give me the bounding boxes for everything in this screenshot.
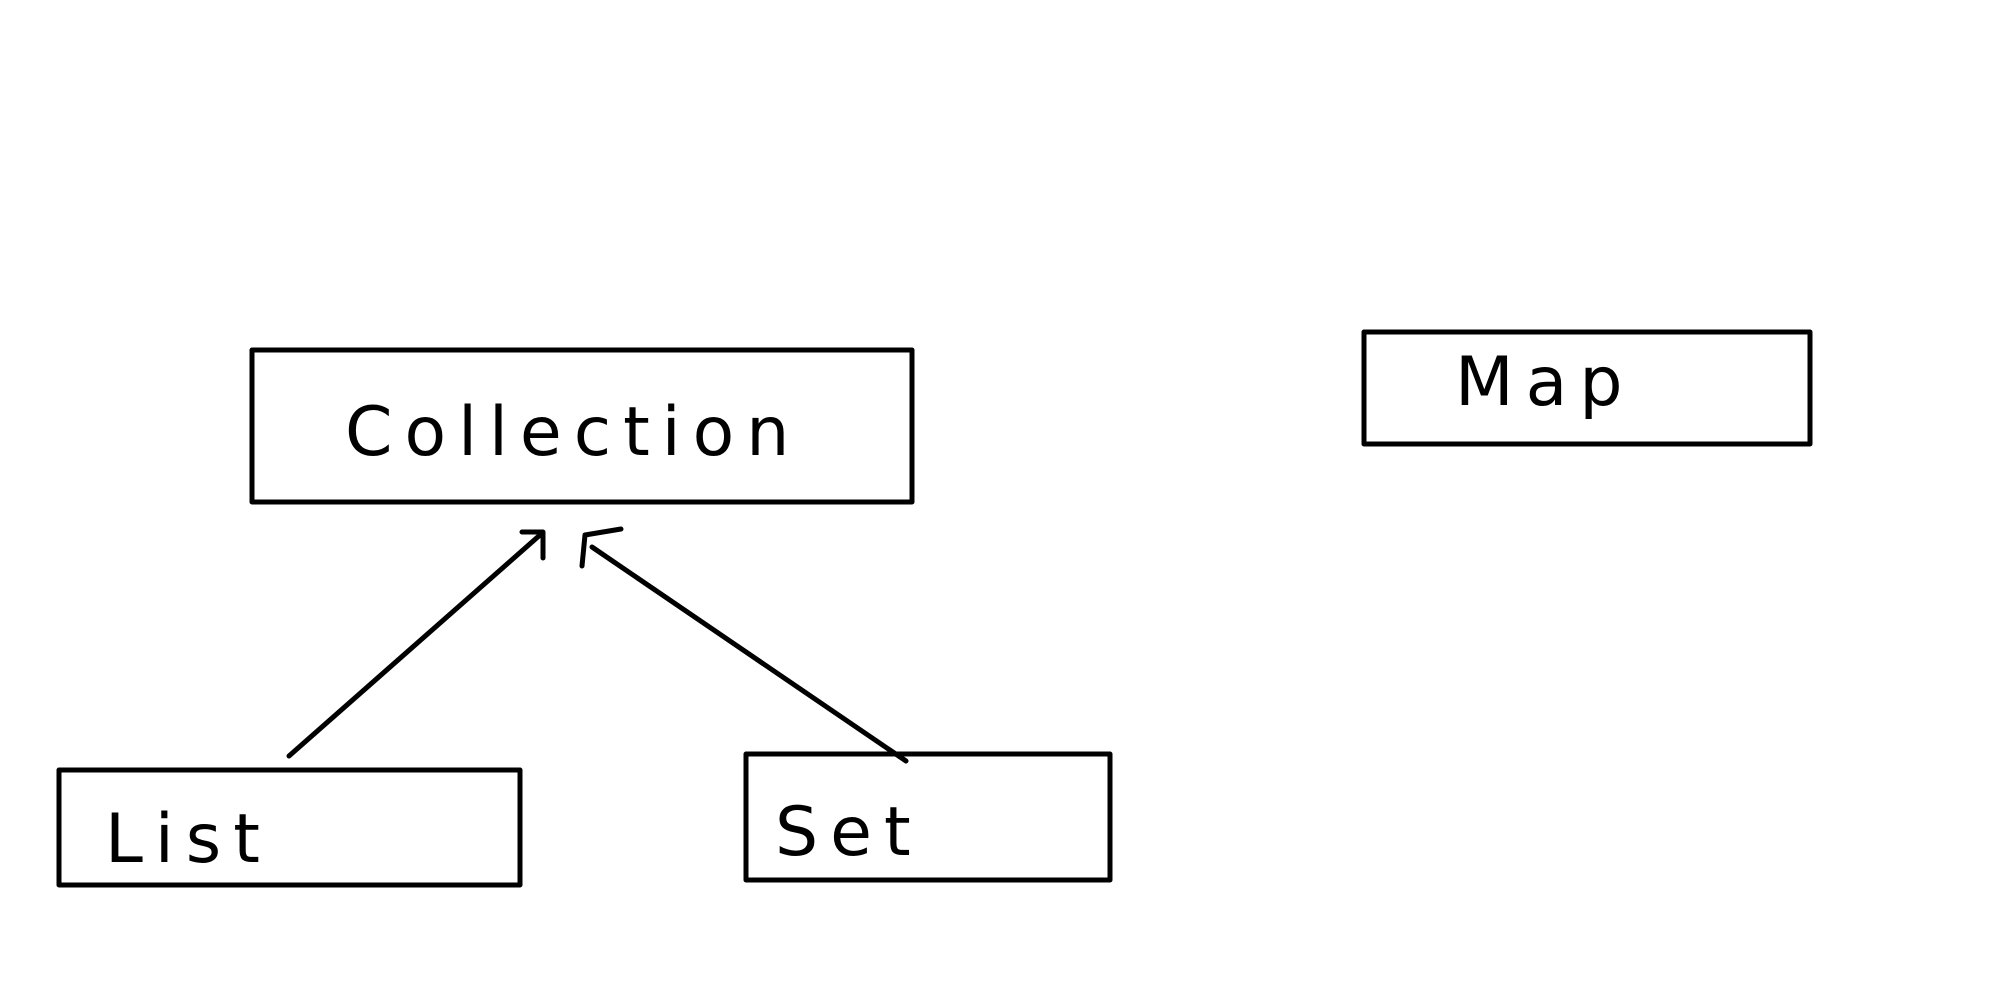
map-box	[1361, 329, 1813, 447]
arrow-line-set	[589, 544, 909, 764]
set-node: Set	[743, 751, 1113, 883]
map-node: Map	[1361, 329, 1813, 447]
set-label: Set	[775, 793, 923, 872]
list-label: List	[105, 800, 272, 879]
list-box	[56, 767, 523, 888]
collection-node: Collection	[249, 347, 915, 505]
arrow-line-list	[286, 532, 543, 759]
list-node: List	[56, 767, 523, 888]
collection-box	[249, 347, 915, 505]
set-box	[743, 751, 1113, 883]
map-label: Map	[1455, 343, 1635, 422]
arrow-set-to-collection	[579, 526, 909, 764]
collection-label: Collection	[345, 393, 801, 472]
arrow-head-set	[579, 526, 624, 569]
arrow-list-to-collection	[286, 529, 546, 759]
arrow-head-list	[519, 529, 546, 561]
